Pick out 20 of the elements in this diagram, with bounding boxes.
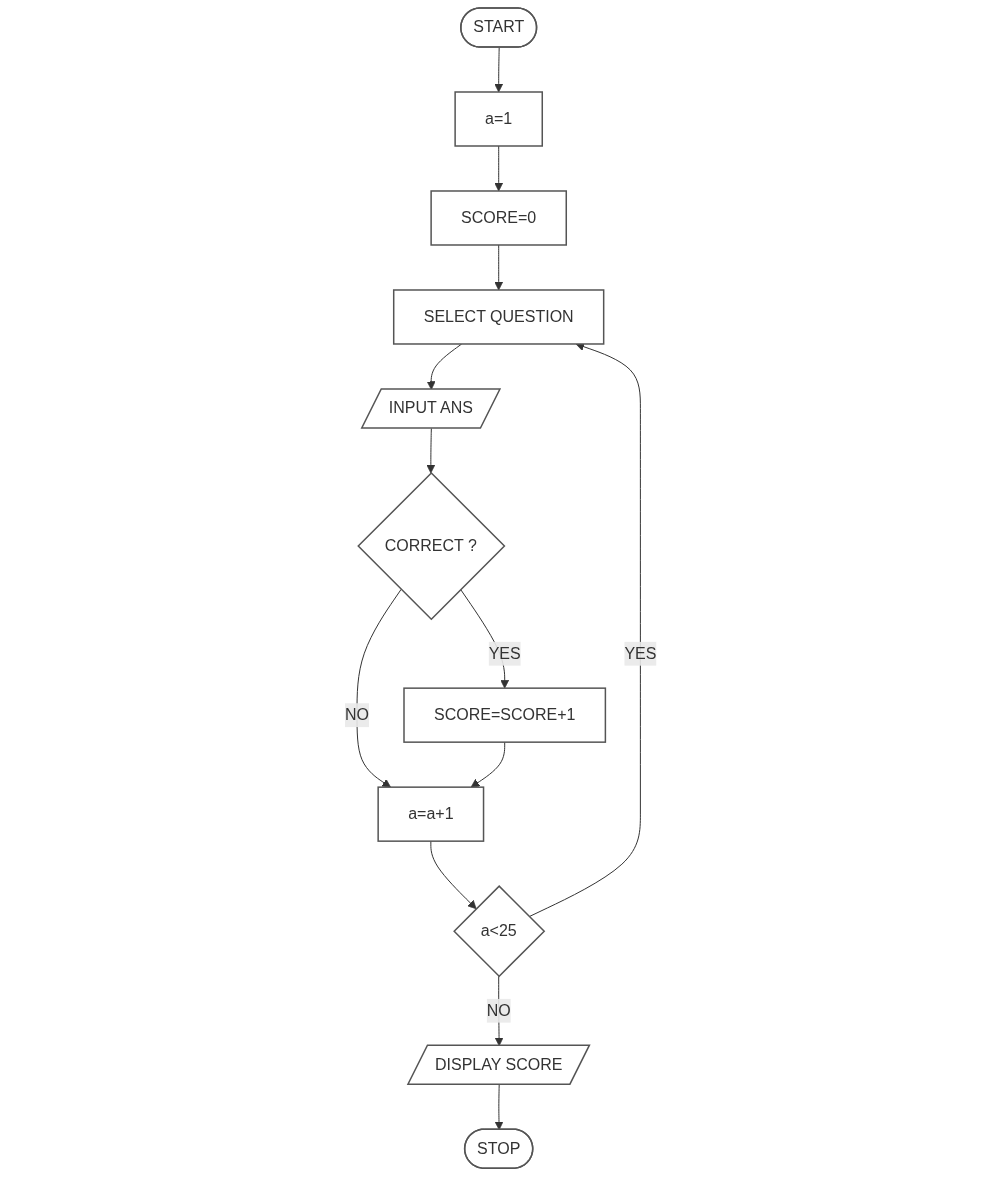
arrow <box>494 1084 504 1131</box>
arrow <box>528 342 641 918</box>
node-box: a=a+1 <box>377 786 485 842</box>
node-box: SELECT QUESTION <box>392 289 605 345</box>
node-diamond: a<25 <box>452 885 546 978</box>
node-diamond: CORRECT ? <box>357 471 506 621</box>
arrow <box>494 145 503 192</box>
node-box: SCORE=0 <box>430 190 567 246</box>
arrow <box>356 588 402 788</box>
arrow <box>470 741 505 788</box>
arrow <box>430 840 477 910</box>
edge-label: NO <box>344 706 369 724</box>
arrow <box>426 428 436 474</box>
edge-label: YES <box>488 644 521 662</box>
edge-label: NO <box>486 1001 511 1019</box>
arrow <box>494 244 503 291</box>
node-box: a=1 <box>454 91 543 147</box>
node-box: SCORE=SCORE+1 <box>403 687 606 743</box>
arrow <box>494 47 503 93</box>
edge-label: YES <box>624 644 657 662</box>
